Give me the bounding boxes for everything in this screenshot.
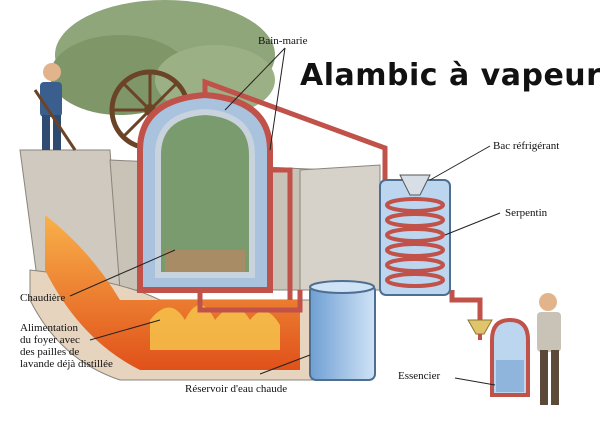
cooling-tank <box>379 174 451 296</box>
diagram-title: Alambic à vapeur <box>300 58 600 93</box>
worker-right <box>537 293 561 405</box>
label-alimentation-line: du foyer avec <box>20 334 80 346</box>
label-bain-marie: Bain-marie <box>258 35 308 47</box>
label-essencier: Essencier <box>398 370 441 382</box>
label-chaudiere: Chaudière <box>20 292 66 304</box>
label-alimentation-line: Alimentation <box>20 322 79 334</box>
label-serpentin: Serpentin <box>505 207 548 219</box>
essencier-vessel <box>467 317 530 397</box>
label-alimentation: Alimentation du foyer avec des pailles d… <box>20 322 140 370</box>
label-reservoir: Réservoir d'eau chaude <box>185 383 288 395</box>
label-bac-refrigerant: Bac réfrigérant <box>493 140 560 152</box>
hot-water-reservoir <box>309 280 376 381</box>
boiler <box>137 91 273 293</box>
label-alimentation-line: des pailles de <box>20 346 80 358</box>
label-alimentation-line: lavande déjà distillée <box>20 358 113 370</box>
leader-lines <box>69 47 501 386</box>
fire <box>45 215 300 370</box>
worker-left <box>33 63 77 151</box>
pipework <box>197 78 483 320</box>
